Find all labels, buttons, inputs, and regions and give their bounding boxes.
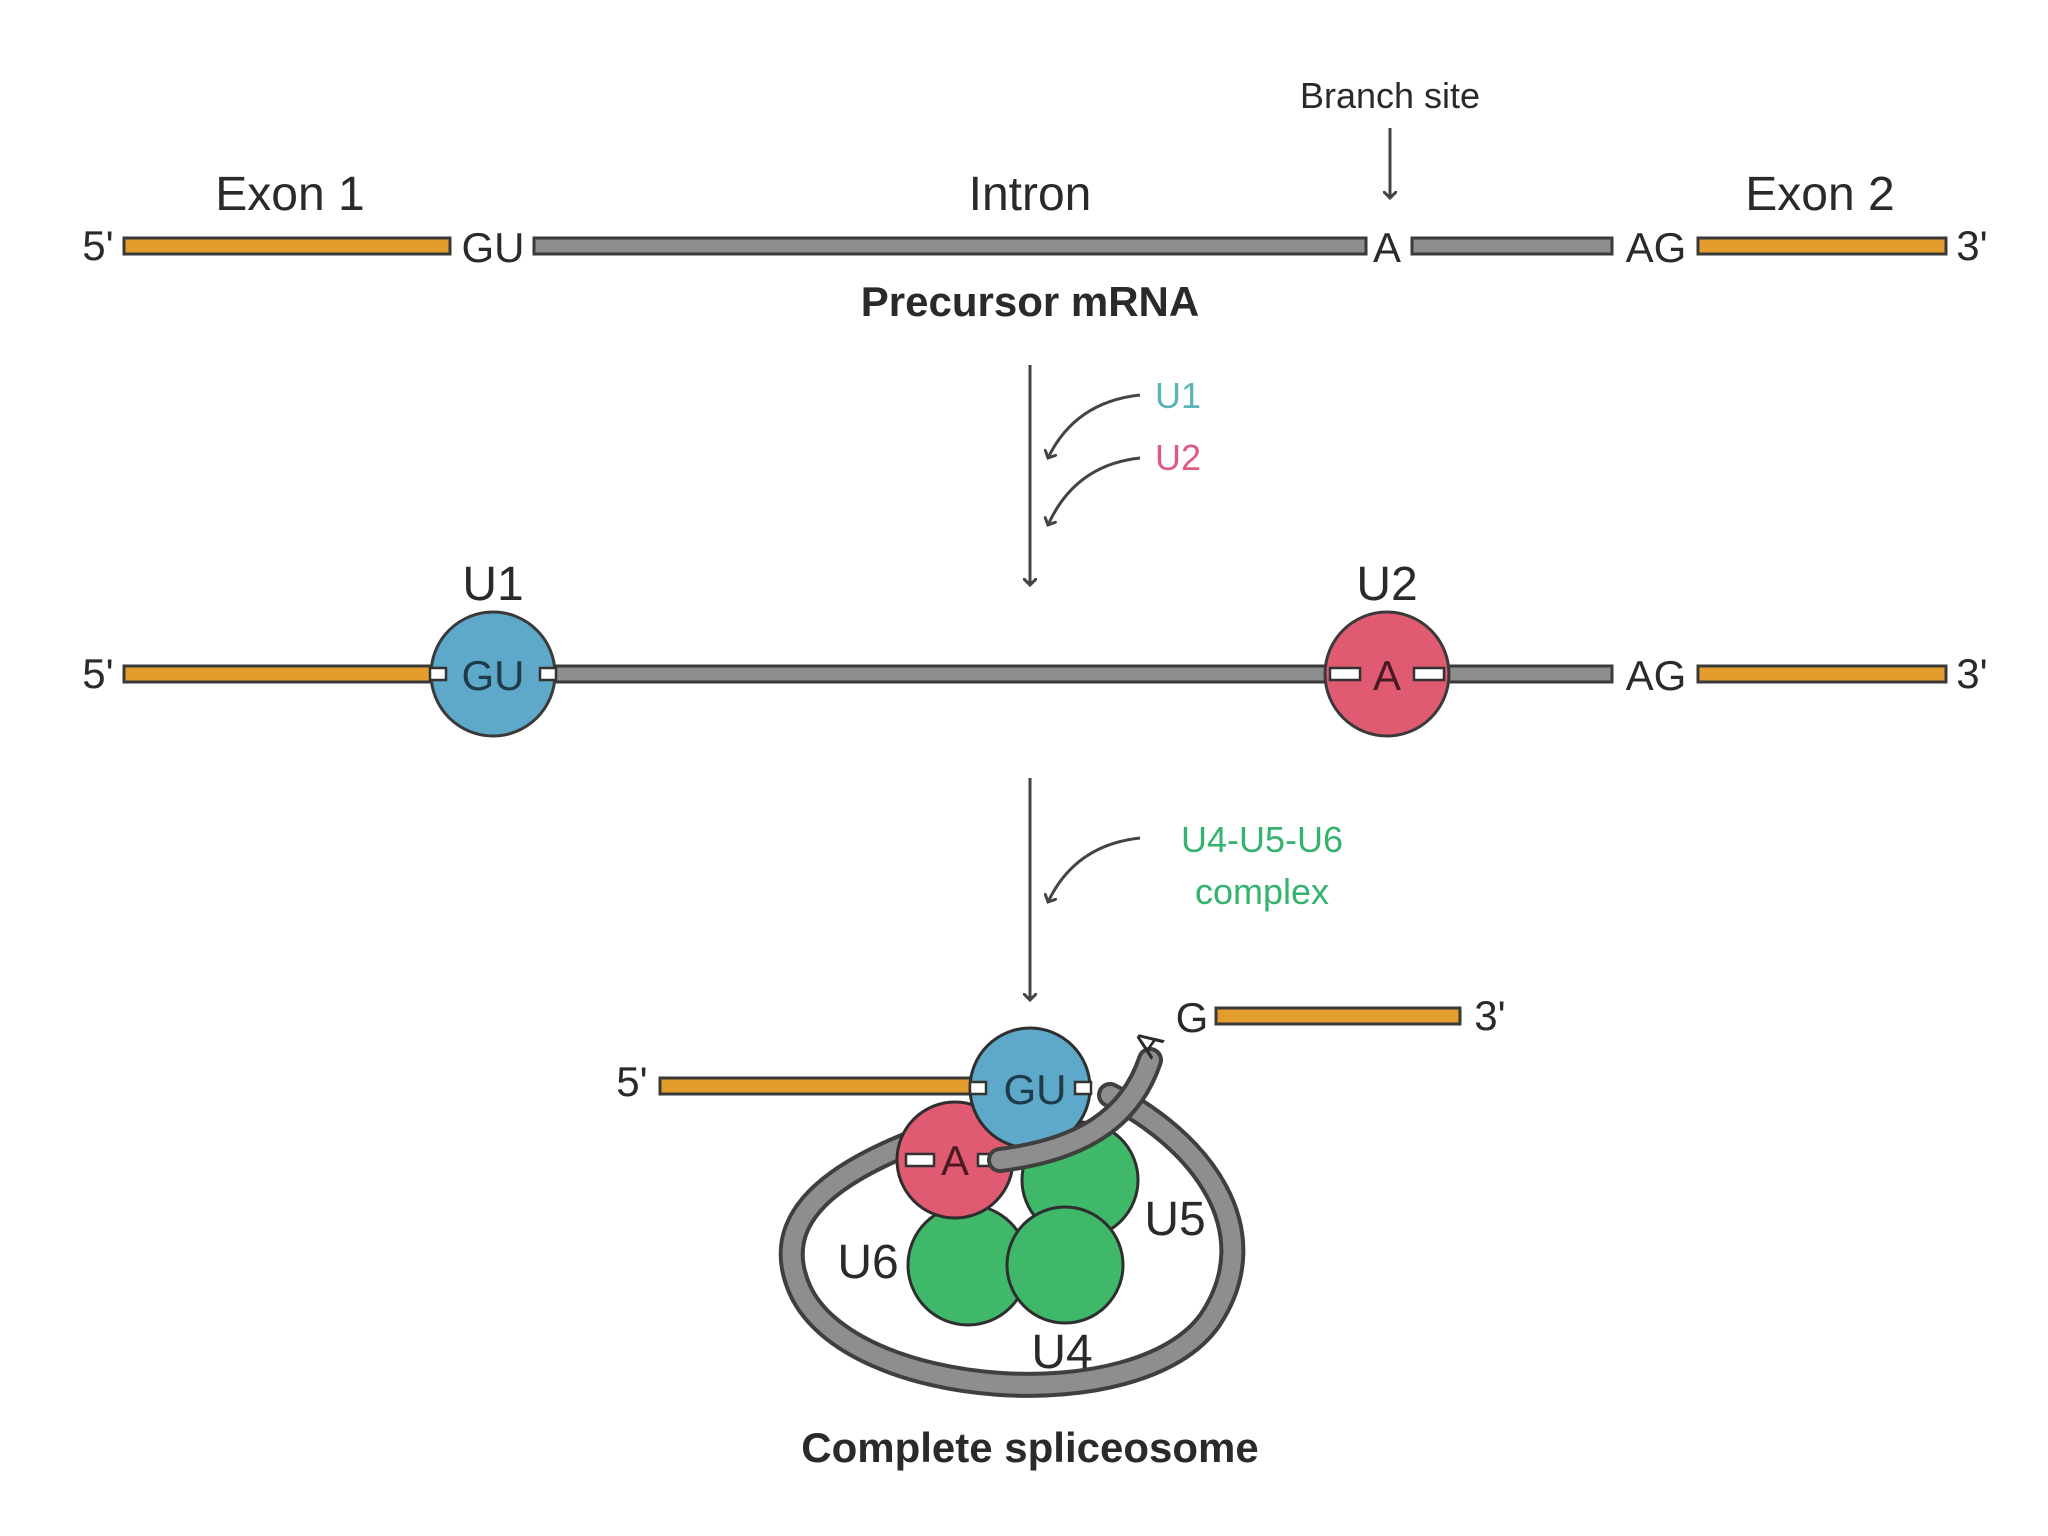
u2-left-pin (1328, 666, 1362, 682)
three-prime-label: 3' (1956, 222, 1987, 269)
branch-site-label: Branch site (1300, 75, 1480, 116)
precursor-row: Branch site Exon 1 Intron Exon 2 5' GU A… (82, 75, 1987, 325)
five-prime-label-3: 5' (616, 1058, 647, 1105)
u1-curved-arrow (1048, 393, 1141, 458)
exon1-label: Exon 1 (215, 168, 364, 221)
u1-incoming-label: U1 (1155, 375, 1201, 416)
complex-label-line1: U4-U5-U6 (1181, 819, 1343, 860)
u1-gu-label: GU (462, 652, 525, 699)
exon2-bar (1696, 236, 1948, 256)
five-prime-label: 5' (82, 222, 113, 269)
intron-tail (991, 1051, 1159, 1169)
precursor-mrna-label: Precursor mRNA (861, 278, 1199, 325)
u1c-left-pin (968, 1080, 988, 1096)
u1-right-pin (538, 666, 558, 682)
ag-g-label: G (1176, 994, 1209, 1041)
exon1-bar (122, 236, 452, 256)
u4-label: U4 (1031, 1326, 1092, 1379)
u2-curved-arrow (1048, 456, 1141, 525)
complex-label-line2: complex (1195, 871, 1329, 912)
ag-label: AG (1626, 224, 1687, 271)
u2-right-pin (1412, 666, 1446, 682)
exon1-bar-2 (122, 664, 456, 684)
bound-row: U1 U2 5' GU A AG 3' (82, 558, 1988, 738)
branch-a-label: A (1373, 224, 1401, 271)
u4-snrnp (1005, 1205, 1125, 1325)
ag-a-label: A (1124, 1021, 1171, 1064)
step1-arrow: U1 U2 (1030, 365, 1201, 585)
u2-a-label: A (1373, 652, 1401, 699)
u1c-gu-label: GU (1004, 1066, 1067, 1113)
u1-label: U1 (462, 558, 523, 611)
exon2-label: Exon 2 (1745, 168, 1894, 221)
u2-label: U2 (1356, 558, 1417, 611)
three-prime-label-3: 3' (1474, 992, 1505, 1039)
intron-bar-right (1410, 236, 1614, 256)
u1-left-pin (428, 666, 448, 682)
five-prime-label-2: 5' (82, 650, 113, 697)
exon1-bar-3 (658, 1076, 984, 1096)
intron-label: Intron (969, 168, 1092, 221)
ag-label-2: AG (1626, 652, 1687, 699)
u2-incoming-label: U2 (1155, 437, 1201, 478)
exon2-bar-2 (1696, 664, 1948, 684)
exon2-bar-3 (1214, 1006, 1462, 1026)
spliceosome: 5' A GU A G 3' U5 U6 U4 Complete spliceo… (616, 992, 1505, 1471)
u2c-a-label: A (941, 1137, 969, 1184)
u2-snrnp (1323, 610, 1451, 738)
u1c-right-pin (1073, 1080, 1093, 1096)
u6-label: U6 (837, 1236, 898, 1289)
u5-label: U5 (1144, 1193, 1205, 1246)
intron-loop (782, 1086, 1242, 1394)
gu-label: GU (462, 224, 525, 271)
complex-curved-arrow (1048, 836, 1141, 902)
intron-bar-left (532, 236, 1368, 256)
u2c-left-pin (904, 1152, 936, 1168)
complete-spliceosome-label: Complete spliceosome (801, 1424, 1258, 1471)
three-prime-label-2: 3' (1956, 650, 1987, 697)
step2-arrow: U4-U5-U6 complex (1030, 778, 1343, 1000)
